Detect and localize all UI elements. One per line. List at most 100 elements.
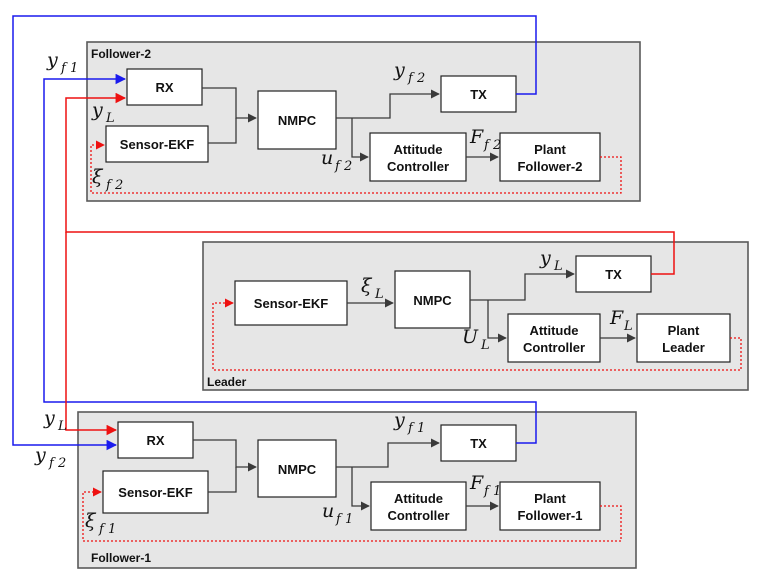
follower2-nmpc-block[interactable]: NMPC <box>257 90 337 150</box>
follower1-wire-nmpc-tx <box>336 438 440 468</box>
leader-wire-nmpc-tx <box>470 269 575 301</box>
follower2-rx-block[interactable]: RX <box>126 68 203 106</box>
svg-text:L: L <box>480 338 490 353</box>
svg-text:f 2: f 2 <box>48 456 66 471</box>
follower2-wire-nmpc-attitude <box>351 118 369 162</box>
leader-nmpc-label: NMPC <box>413 293 452 308</box>
svg-text:L: L <box>374 287 384 302</box>
label-FL: F L <box>609 307 633 334</box>
follower2-plant-label-2: Follower-2 <box>517 159 582 174</box>
follower1-feedback-loop <box>82 487 622 542</box>
label-Ff2: F f 2 <box>469 126 501 153</box>
follower2-attitude-controller-block[interactable]: Attitude Controller <box>369 132 467 182</box>
follower1-nmpc-label: NMPC <box>278 462 317 477</box>
link-f2-tx-to-f1-rx <box>12 15 537 451</box>
follower1-rx-label: RX <box>146 433 164 448</box>
leader-tx-block[interactable]: TX <box>575 255 652 293</box>
follower1-nmpc-block[interactable]: NMPC <box>257 439 337 498</box>
follower2-nmpc-label: NMPC <box>278 113 317 128</box>
svg-text:f 2: f 2 <box>407 71 425 86</box>
leader-attitude-label-2: Controller <box>523 340 585 355</box>
leader-plant-label-1: Plant <box>668 323 700 338</box>
svg-text:f 2: f 2 <box>334 159 352 174</box>
link-f1-tx-to-f2-rx <box>43 73 537 444</box>
follower2-sensor-ekf-label: Sensor-EKF <box>120 137 194 152</box>
follower1-panel: Follower-1 RX Sensor-EKF NMPC TX Attitud… <box>77 411 637 569</box>
svg-text:y: y <box>91 99 103 121</box>
leader-title: Leader <box>207 375 247 389</box>
leader-plant-block[interactable]: Plant Leader <box>636 313 731 363</box>
leader-wire-nmpc-attitude <box>487 300 507 343</box>
follower2-wire-ekf-nmpc <box>208 118 237 144</box>
follower1-title: Follower-1 <box>91 551 151 565</box>
svg-text:u: u <box>322 500 334 522</box>
label-yf1-output: y f 1 <box>393 409 425 436</box>
svg-text:f 1: f 1 <box>98 522 116 537</box>
svg-text:ξ: ξ <box>92 166 104 188</box>
svg-text:y: y <box>393 409 405 431</box>
svg-text:U: U <box>462 326 479 348</box>
follower2-rx-label: RX <box>155 80 173 95</box>
follower1-sensor-ekf-block[interactable]: Sensor-EKF <box>102 470 209 514</box>
follower1-attitude-controller-block[interactable]: Attitude Controller <box>370 481 467 531</box>
svg-text:f 1: f 1 <box>335 512 353 527</box>
leader-sensor-ekf-block[interactable]: Sensor-EKF <box>234 280 348 326</box>
follower1-attitude-label-2: Controller <box>387 508 449 523</box>
label-xi-f1: ξ f 1 <box>85 510 116 537</box>
label-yf2-bottom: y f 2 <box>34 444 66 471</box>
follower2-plant-block[interactable]: Plant Follower-2 <box>499 132 601 182</box>
follower2-feedback-loop <box>90 140 622 194</box>
follower1-rx-block[interactable]: RX <box>117 421 194 459</box>
follower2-tx-label: TX <box>470 87 487 102</box>
svg-text:F: F <box>469 472 484 494</box>
svg-text:f 2: f 2 <box>483 138 501 153</box>
svg-text:u: u <box>321 147 333 169</box>
label-yf2-output: y f 2 <box>393 59 425 86</box>
follower1-plant-label-2: Follower-1 <box>517 508 582 523</box>
label-uf1: u f 1 <box>322 500 353 527</box>
svg-text:f 2: f 2 <box>105 178 123 193</box>
svg-text:L: L <box>57 419 67 434</box>
label-UL: U L <box>462 326 490 353</box>
follower1-attitude-label-1: Attitude <box>394 491 443 506</box>
follower1-plant-label-1: Plant <box>534 491 566 506</box>
follower2-title: Follower-2 <box>91 47 151 61</box>
leader-nmpc-block[interactable]: NMPC <box>394 270 471 329</box>
leader-attitude-controller-block[interactable]: Attitude Controller <box>507 313 601 363</box>
follower2-sensor-ekf-block[interactable]: Sensor-EKF <box>105 125 209 163</box>
svg-text:F: F <box>469 126 484 148</box>
svg-text:ξ: ξ <box>361 275 373 297</box>
svg-text:f 1: f 1 <box>483 484 501 499</box>
follower1-tx-block[interactable]: TX <box>440 424 517 462</box>
svg-text:f 1: f 1 <box>407 421 425 436</box>
follower1-wire-ekf-nmpc <box>208 467 237 493</box>
follower2-wire-nmpc-tx <box>336 89 440 119</box>
follower1-wire-rx-nmpc <box>193 439 257 472</box>
leader-attitude-label-1: Attitude <box>529 323 578 338</box>
label-yf1-top: y f 1 <box>46 49 78 76</box>
svg-text:y: y <box>393 59 405 81</box>
label-yL-follower1: y L <box>43 407 67 434</box>
svg-text:L: L <box>105 111 115 126</box>
follower2-tx-block[interactable]: TX <box>440 75 517 113</box>
link-leader-tx-to-f1-rx <box>65 232 118 436</box>
follower2-plant-label-1: Plant <box>534 142 566 157</box>
label-Ff1: F f 1 <box>469 472 501 499</box>
follower1-plant-block[interactable]: Plant Follower-1 <box>499 481 601 531</box>
follower1-wire-nmpc-attitude <box>351 467 370 511</box>
svg-text:y: y <box>539 247 551 269</box>
follower2-attitude-label-1: Attitude <box>393 142 442 157</box>
follower2-wire-rx-nmpc <box>202 87 257 123</box>
svg-text:y: y <box>46 49 58 71</box>
label-xi-f2: ξ f 2 <box>92 166 123 193</box>
svg-text:F: F <box>609 307 624 329</box>
svg-text:y: y <box>34 444 46 466</box>
label-uf2: u f 2 <box>321 147 352 174</box>
follower2-panel: Follower-2 RX Sensor-EKF NMPC TX Attitud… <box>86 41 641 202</box>
svg-text:y: y <box>43 407 55 429</box>
label-yL-leader-output: y L <box>539 247 563 274</box>
leader-plant-label-2: Leader <box>662 340 705 355</box>
follower1-sensor-ekf-label: Sensor-EKF <box>118 485 192 500</box>
follower2-attitude-label-2: Controller <box>387 159 449 174</box>
